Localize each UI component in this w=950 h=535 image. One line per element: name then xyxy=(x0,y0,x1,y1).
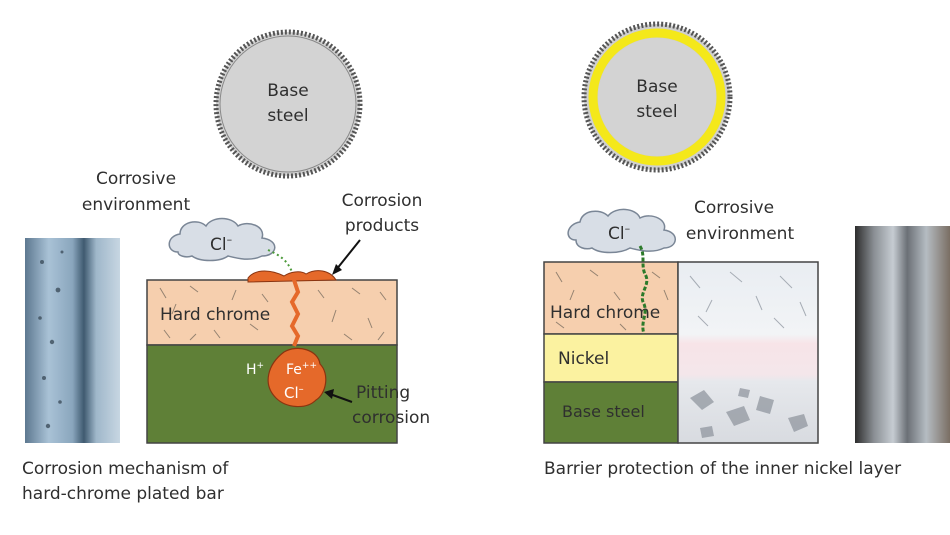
left-caption-line1: Corrosion mechanism of xyxy=(22,459,229,479)
left-ion-cl: Cl– xyxy=(284,384,304,402)
left-bar-photo xyxy=(25,238,120,443)
left-cloud-label: Cl– xyxy=(210,233,232,255)
right-environment-line2: environment xyxy=(686,224,795,244)
left-products-line2: products xyxy=(345,216,419,236)
left-chloride-cloud: Cl– xyxy=(168,217,295,287)
right-layer-base-steel: Base steel xyxy=(562,402,645,421)
left-circle-label-line2: steel xyxy=(267,106,308,126)
right-caption: Barrier protection of the inner nickel l… xyxy=(544,459,901,479)
left-circle-label-line1: Base xyxy=(267,81,308,101)
right-panel: Base steel Cl– Corrosive environment Har… xyxy=(543,21,950,479)
right-chloride-cloud: Cl– xyxy=(567,208,676,254)
left-ion-h: H+ xyxy=(246,361,264,378)
right-environment-line1: Corrosive xyxy=(694,198,774,218)
right-layer-hard-chrome: Hard chrome xyxy=(550,303,660,323)
right-layer-nickel: Nickel xyxy=(558,349,609,369)
right-cloud-label: Cl– xyxy=(608,222,630,244)
left-ion-fe: Fe++ xyxy=(286,361,317,378)
products-arrow xyxy=(335,239,361,271)
left-corrosion: H+ Fe++ Cl– xyxy=(246,270,337,408)
left-steel-circle: Base steel xyxy=(213,29,363,179)
left-layer-hard-chrome: Hard chrome xyxy=(160,305,270,325)
left-caption-line2: hard-chrome plated bar xyxy=(22,484,224,504)
left-products-line1: Corrosion xyxy=(342,191,423,211)
right-circle-label-line1: Base xyxy=(636,77,677,97)
left-pitting-line2: corrosion xyxy=(352,408,430,428)
right-crack xyxy=(638,245,649,335)
left-environment-line2: environment xyxy=(82,195,191,215)
right-micrograph xyxy=(677,261,819,444)
right-bar-photo xyxy=(855,226,950,443)
left-hard-chrome-layer: Hard chrome xyxy=(146,279,398,346)
left-pitting-line1: Pitting xyxy=(356,383,410,403)
right-nickel-layer: Nickel xyxy=(543,333,679,383)
right-hard-chrome-layer: Hard chrome xyxy=(543,261,679,335)
left-panel: Base steel Corrosive environment Cl– Cor… xyxy=(22,29,430,504)
right-steel-circle: Base steel xyxy=(581,21,733,173)
right-base-steel-layer: Base steel xyxy=(543,381,679,444)
right-circle-label-line2: steel xyxy=(636,102,677,122)
pitting-arrow xyxy=(329,393,353,403)
left-environment-line1: Corrosive xyxy=(96,169,176,189)
